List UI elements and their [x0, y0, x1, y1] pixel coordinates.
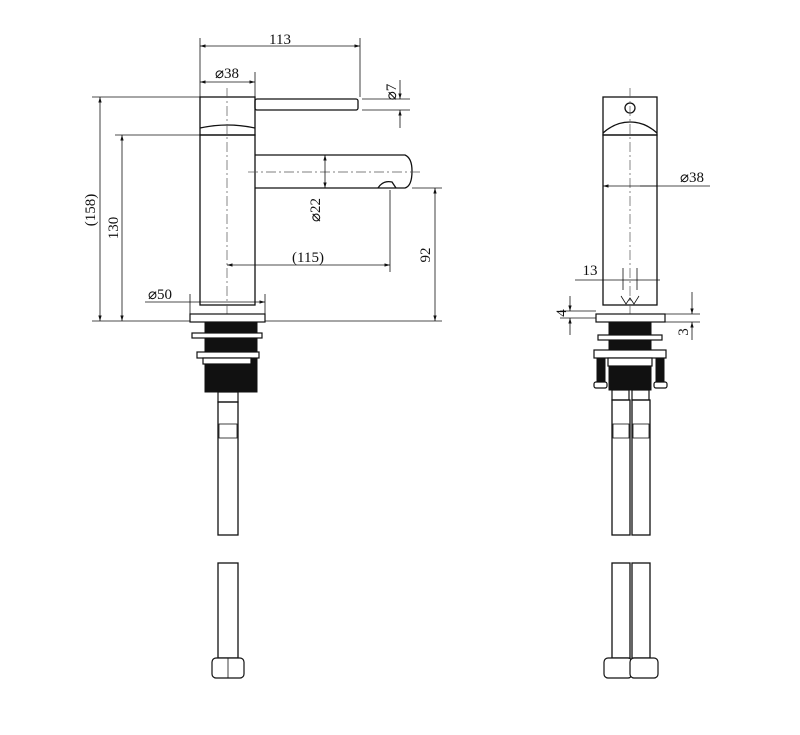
dim-lever-diameter: ⌀7: [384, 83, 400, 100]
base-and-shank-front: [593, 313, 668, 401]
dim-body-height: 130: [106, 217, 122, 240]
dim-flange-thickness: 3: [676, 328, 692, 336]
supply-hoses-front: [603, 399, 659, 679]
dim-spout-diameter: ⌀22: [308, 198, 324, 222]
supply-hose: [211, 401, 245, 679]
dim-spout-reach: (115): [292, 250, 324, 266]
dim-gap-left: 4: [554, 309, 570, 317]
dimension-lines: [92, 38, 442, 322]
tap-body-front: [602, 88, 658, 320]
dimension-lines-front: [560, 184, 710, 340]
base-and-shank: [189, 313, 266, 403]
dim-overall-reach: 113: [269, 32, 291, 48]
dim-spout-height: 92: [418, 248, 434, 263]
dim-body-diameter-front: ⌀38: [680, 170, 704, 186]
dim-handle-diameter: ⌀38: [215, 66, 239, 82]
tap-body: [199, 88, 420, 320]
dim-width-detail: 13: [583, 263, 598, 279]
dim-flange-diameter: ⌀50: [148, 287, 172, 303]
side-view: 113 ⌀38 ⌀7 (158) 130 ⌀22 (115) 92 ⌀50: [83, 32, 442, 679]
front-view: ⌀38 13 4 3: [554, 88, 710, 679]
dim-total-height: (158): [83, 194, 99, 227]
